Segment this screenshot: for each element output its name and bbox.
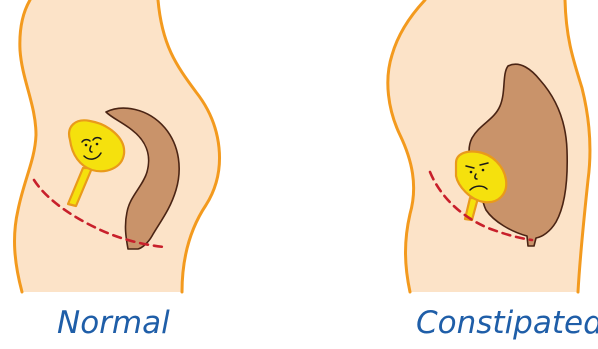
panel-normal xyxy=(15,0,220,292)
caption-constipated: Constipated xyxy=(416,305,596,341)
caption-normal: Normal xyxy=(57,305,197,341)
panel-constipated xyxy=(388,0,590,292)
